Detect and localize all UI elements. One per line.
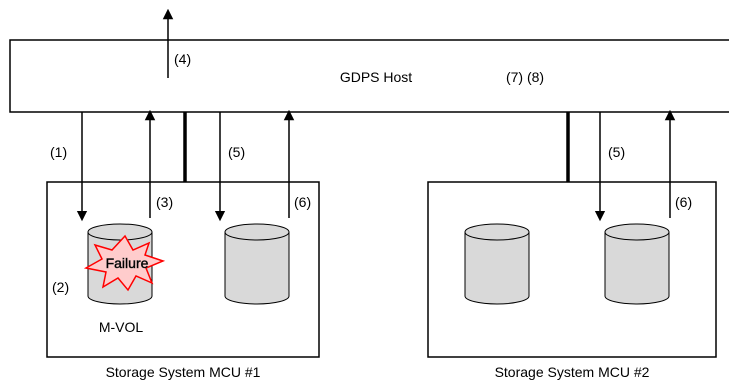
step-5-label-mcu2: (5) <box>608 144 625 160</box>
mvol-label: M-VOL <box>99 319 144 335</box>
host-title: GDPS Host <box>340 69 412 85</box>
step-5-label-mcu1: (5) <box>228 144 245 160</box>
mcu1-volume-cylinder <box>224 223 290 305</box>
step-6-label-mcu2: (6) <box>675 194 692 210</box>
host-steps-label: (7) (8) <box>506 69 544 85</box>
step-6-label-mcu1: (6) <box>294 194 311 210</box>
gdps-host-box <box>9 39 729 113</box>
failure-burst-icon <box>83 234 166 292</box>
mcu1-caption: Storage System MCU #1 <box>106 364 261 380</box>
failure-label: Failure <box>106 255 149 271</box>
step-2-label: (2) <box>52 279 69 295</box>
mcu2-volume-cylinder-left <box>464 223 530 305</box>
mcu2-caption: Storage System MCU #2 <box>495 364 650 380</box>
storage-system-mcu2-box <box>427 181 717 358</box>
step-4-label: (4) <box>174 51 191 67</box>
storage-system-mcu1-box <box>46 181 320 358</box>
step-1-label: (1) <box>50 144 67 160</box>
step-3-label: (3) <box>156 194 173 210</box>
mcu2-volume-cylinder-right <box>604 223 670 305</box>
